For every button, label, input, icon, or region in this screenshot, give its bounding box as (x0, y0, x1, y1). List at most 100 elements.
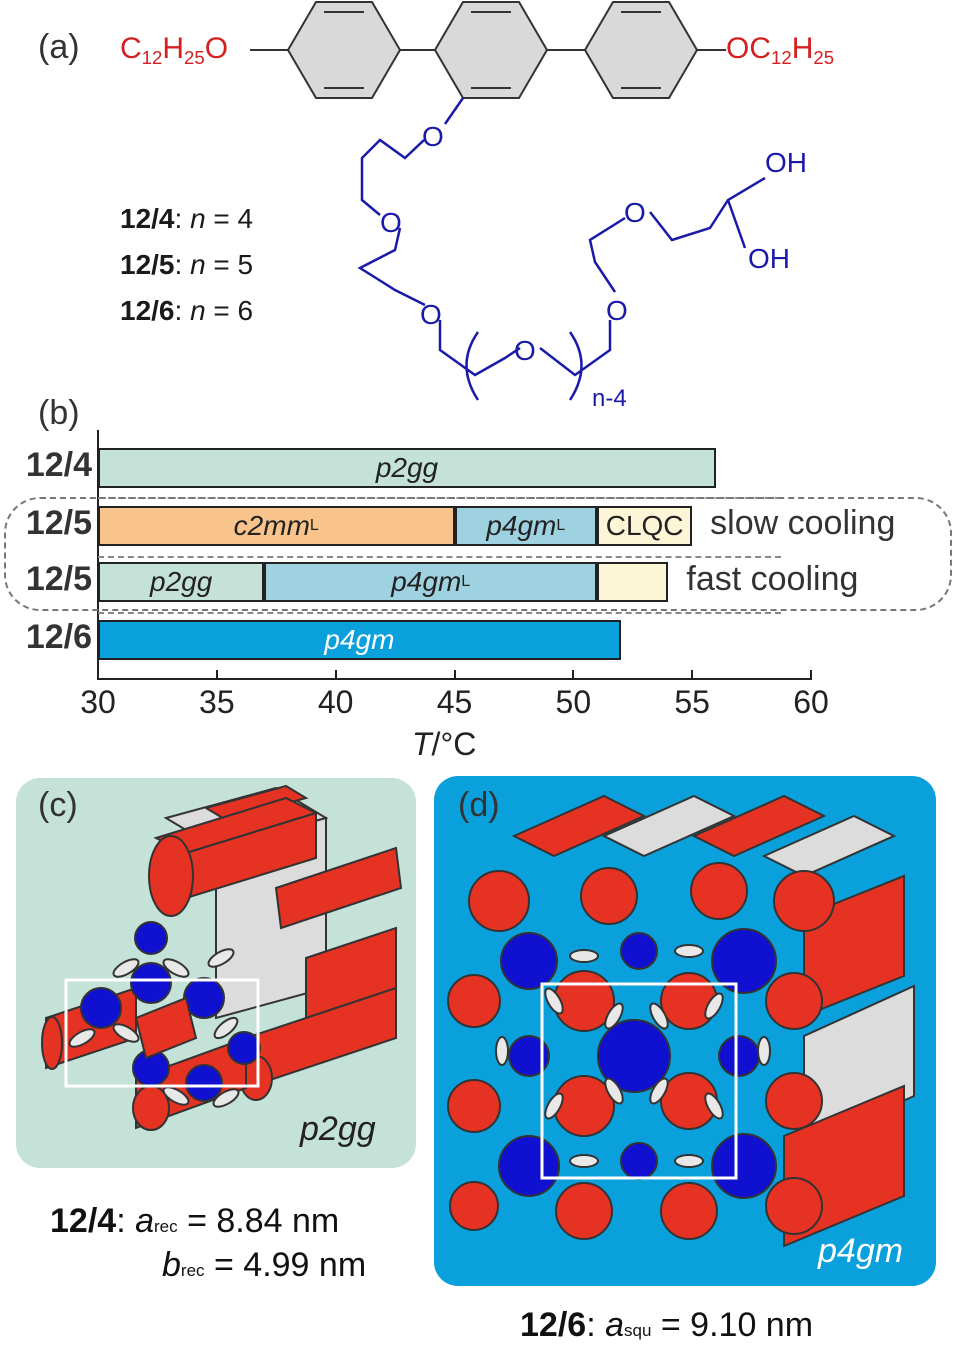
caption-id: 12/6 (520, 1306, 587, 1344)
chain-h: H (162, 32, 185, 65)
panel-label-a: (a) (38, 28, 80, 66)
a-symbol: a (135, 1202, 155, 1240)
panel-d-box (434, 776, 936, 1286)
a-sub: rec (154, 1217, 178, 1236)
panel-c-lattice-label: p2gg (300, 1110, 376, 1148)
ether-oxygen-1: O (422, 121, 444, 152)
a-value: = 8.84 nm (177, 1202, 340, 1240)
phase-label: CLQC (605, 510, 684, 541)
front-blue-columns (498, 928, 777, 1199)
chain-h-count: 25 (184, 46, 205, 68)
b-value: = 4.99 nm (204, 1246, 367, 1284)
x-tick (691, 670, 694, 678)
x-tick-label: 30 (80, 684, 116, 720)
panel-c-box (16, 778, 416, 1168)
x-tick-label: 60 (793, 684, 829, 720)
red-columns (41, 796, 403, 1131)
var: n (190, 203, 206, 234)
unit-cell-rect (64, 978, 260, 1088)
row-label: 12/5 (25, 504, 92, 542)
sep: : (174, 249, 183, 280)
x-tick-label: 35 (199, 684, 235, 720)
x-tick-label: 45 (436, 684, 473, 720)
compound-list: 12/4: n = 4 12/5: n = 5 12/6: n = 6 (120, 196, 253, 334)
ether-oxygen-repeat: O (514, 335, 536, 366)
value: = 4 (205, 203, 254, 234)
x-tick (453, 670, 456, 678)
a-symbol: a (605, 1306, 625, 1344)
panel-label-d: (d) (458, 786, 500, 824)
compound-id: 12/5 (120, 249, 175, 280)
panel-d-lattice-label: p4gm (818, 1232, 904, 1270)
phase-superscript: L (461, 573, 471, 590)
a-value: = 9.10 nm (651, 1306, 814, 1344)
cooling-note: slow cooling (710, 504, 896, 542)
unit-cell-square (540, 982, 738, 1180)
mesogen-ellipses (495, 944, 771, 1168)
hydroxyl-top: OH (765, 147, 807, 178)
molecule-structure: O O O O O O OH OH n-4 (250, 1, 807, 412)
x-axis-label: T/°C (412, 726, 477, 762)
ether-oxygen-2: O (380, 207, 402, 238)
b-sub: rec (180, 1261, 205, 1280)
chain-c-count: 12 (771, 46, 792, 68)
cooling-group-box (4, 497, 952, 611)
row-separator (98, 612, 781, 614)
phase-label: p2gg (375, 452, 439, 483)
compound-12-6: 12/6: n = 6 (120, 288, 253, 334)
y-axis-line (97, 430, 99, 680)
chain-oc: OC (726, 32, 771, 65)
row-label: 12/6 (25, 618, 92, 656)
a-sub: squ (624, 1321, 652, 1340)
caption-id: 12/4 (50, 1202, 117, 1240)
x-tick (572, 670, 575, 678)
phase-superscript: L (556, 517, 566, 534)
right-alkyl-chain: OC12H25 (726, 32, 835, 68)
caption-c-line1: 12/4: arec = 8.84 nm (50, 1202, 340, 1240)
sep: : (174, 295, 183, 326)
ether-oxygen-4: O (606, 295, 628, 326)
red-column-center (134, 996, 198, 1060)
var: n (190, 295, 206, 326)
x-tick-label: 40 (317, 684, 354, 720)
phase-segment: p4gm (98, 620, 621, 660)
phase-segment: p2gg (98, 448, 716, 488)
caption-d: 12/6: asqu = 9.10 nm (520, 1306, 814, 1344)
x-tick (810, 670, 812, 678)
panel-label-b: (b) (38, 394, 80, 432)
phase-label: c2mm (233, 510, 310, 541)
x-tick (215, 670, 218, 678)
caption-c-line2: brec = 4.99 nm (162, 1246, 366, 1285)
var: n (190, 249, 206, 280)
hydroxyl-bottom: OH (748, 243, 790, 274)
phase-label: p4gm (324, 624, 395, 655)
x-tick (97, 670, 99, 678)
chain-c-count: 12 (141, 46, 163, 68)
p4gm-column-model (447, 794, 915, 1248)
phase-segment: p2gg (98, 562, 265, 602)
repeat-subscript: n-4 (592, 385, 627, 412)
row-separator (98, 556, 781, 558)
row-label: 12/4 (25, 446, 92, 484)
chain-o: O (204, 32, 229, 65)
chain-h-count: 25 (813, 46, 835, 68)
value: = 5 (205, 249, 254, 280)
p2gg-column-model (41, 784, 403, 1131)
compound-id: 12/6 (120, 295, 175, 326)
phase-segment: CLQC (597, 506, 693, 546)
x-tick-label: 55 (674, 684, 710, 720)
phase-superscript: L (309, 517, 319, 534)
compound-id: 12/4 (120, 203, 175, 234)
value: = 6 (205, 295, 254, 326)
x-axis-line (97, 678, 812, 680)
row-label: 12/5 (25, 560, 92, 598)
x-tick (334, 670, 337, 678)
compound-12-5: 12/5: n = 5 (120, 242, 253, 288)
x-tick-label: 50 (555, 684, 592, 720)
phase-label: p4gm (486, 510, 557, 541)
chain-c: C (120, 32, 142, 65)
chain-h: H (791, 32, 814, 65)
